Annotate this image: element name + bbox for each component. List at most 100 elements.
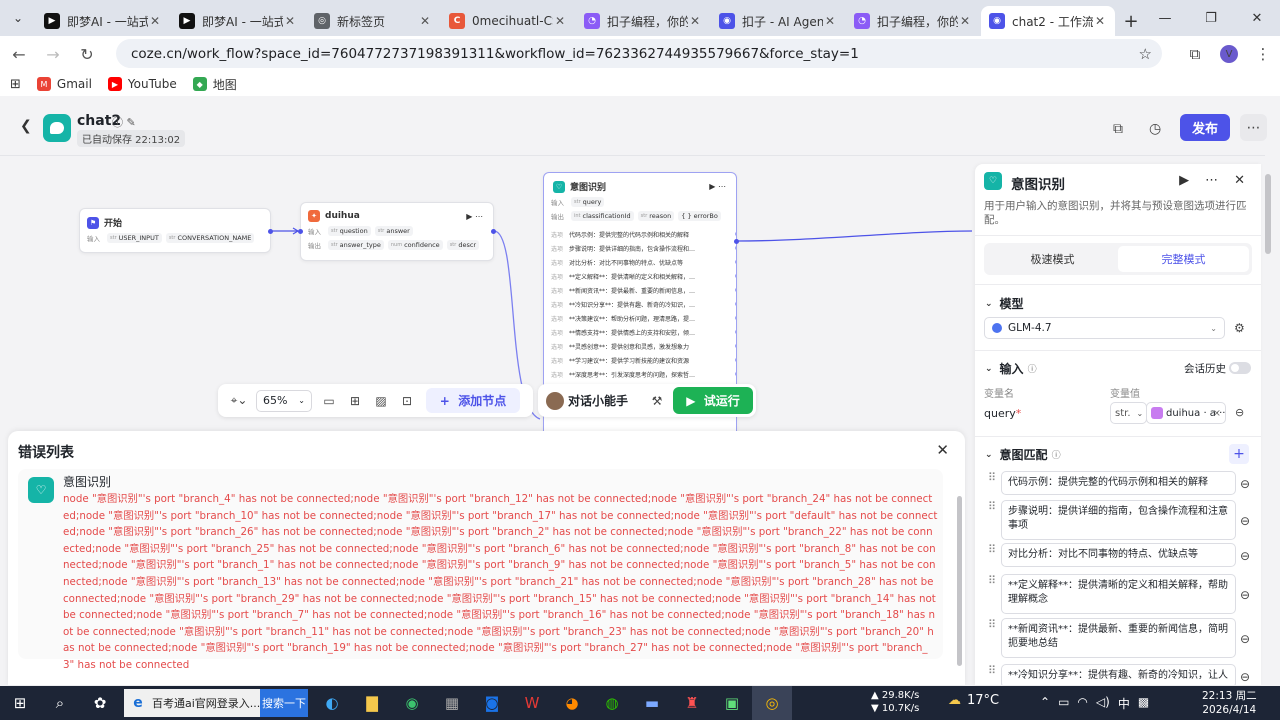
branch-port[interactable] — [735, 330, 736, 334]
system-clock[interactable]: 22:13 周二 2026/4/14 — [1202, 690, 1257, 716]
remove-intent-icon[interactable]: ⊖ — [1240, 670, 1251, 684]
branch-port[interactable] — [735, 274, 736, 278]
branch-port[interactable] — [735, 316, 736, 320]
error-item[interactable]: ♡ 意图识别 node "意图识别"'s port "branch_4" has… — [18, 469, 943, 671]
mode-full-tab[interactable]: 完整模式 — [1118, 246, 1249, 272]
browser-tab[interactable]: ▶即梦AI - 一站式✕ — [36, 6, 170, 36]
forward-arrow-icon[interactable]: → — [46, 44, 60, 64]
bookmark-item[interactable]: ◆地图 — [192, 76, 237, 93]
more-icon[interactable]: ⋯ — [1205, 173, 1219, 188]
back-arrow-icon[interactable]: ← — [12, 44, 26, 64]
browser-tab[interactable]: ◎新标签页✕ — [306, 6, 440, 36]
minimap-icon[interactable]: ⊡ — [401, 393, 413, 408]
add-intent-button[interactable]: + — [1229, 444, 1249, 464]
mouse-mode-icon[interactable]: ⌖⌄ — [230, 393, 248, 407]
output-port[interactable] — [268, 229, 273, 234]
wifi-icon[interactable]: ◠ — [1077, 695, 1088, 709]
branch-port[interactable] — [735, 232, 736, 236]
drag-handle-icon[interactable]: ⠿ — [988, 618, 997, 631]
image-icon[interactable]: ▨ — [375, 393, 387, 408]
tab-close-icon[interactable]: ✕ — [959, 14, 971, 28]
wechat-app-icon[interactable]: ◍ — [605, 694, 619, 712]
output-port[interactable] — [491, 229, 496, 234]
error-scrollbar[interactable] — [957, 496, 962, 666]
red-app-icon[interactable]: ♜ — [685, 694, 699, 712]
branch-port[interactable] — [735, 344, 736, 348]
mode-fast-tab[interactable]: 极速模式 — [1030, 253, 1075, 266]
chevron-up-icon[interactable]: ⌃ — [1040, 695, 1051, 709]
history-icon[interactable]: ◷ — [1149, 121, 1162, 137]
network-icon[interactable]: ▭ — [1058, 695, 1070, 709]
edge-app-icon[interactable]: ◐ — [325, 694, 339, 712]
run-icon[interactable]: ▶ — [1179, 173, 1190, 188]
reference-icon[interactable]: ⊖ — [1235, 406, 1245, 419]
browser-tab[interactable]: ◉扣子 - AI Agent✕ — [711, 6, 845, 36]
task-view-icon[interactable]: ✿ — [93, 694, 107, 712]
branch-port[interactable] — [735, 288, 736, 292]
branch-port[interactable] — [735, 302, 736, 306]
gear-icon[interactable]: ⚙ — [1234, 321, 1245, 335]
wrench-icon[interactable]: ⚒ — [651, 393, 663, 408]
tab-close-icon[interactable]: ✕ — [554, 14, 566, 28]
add-node-button[interactable]: + 添加节点 — [426, 388, 520, 413]
browser-tab[interactable]: ◔扣子编程，你的✕ — [846, 6, 980, 36]
intent-text-input[interactable]: 步骤说明：提供详细的指南，包含操作流程和注意事项 — [1001, 500, 1236, 540]
drag-handle-icon[interactable]: ⠿ — [988, 664, 997, 677]
intent-text-input[interactable]: 对比分析：对比不同事物的特点、优缺点等 — [1001, 543, 1236, 567]
tab-close-icon[interactable]: ✕ — [419, 14, 431, 28]
windows-start-icon[interactable]: ⊞ — [13, 694, 27, 712]
wps-app-icon[interactable]: W — [524, 694, 540, 712]
tab-search-icon[interactable]: ⌄ — [12, 11, 24, 25]
input-port[interactable] — [298, 229, 303, 234]
app-tray-icon[interactable]: ▩ — [1137, 695, 1150, 709]
zoom-select[interactable]: 65%⌄ — [256, 389, 312, 412]
history-toggle[interactable] — [1229, 362, 1251, 374]
tab-close-icon[interactable]: ✕ — [1094, 14, 1106, 28]
browser-tab[interactable]: ▶即梦AI - 一站式✕ — [171, 6, 305, 36]
close-icon[interactable]: ✕ — [1234, 173, 1245, 188]
comment-icon[interactable]: ▭ — [323, 393, 335, 408]
apps-grid-icon[interactable]: ⊞ — [10, 76, 21, 92]
more-options-icon[interactable]: ⋯ — [1240, 114, 1267, 141]
var-type-select[interactable]: str.⌄ — [1110, 402, 1147, 424]
outlook-app-icon[interactable]: ◙ — [484, 694, 500, 712]
intent-text-input[interactable]: **定义解释**：提供清晰的定义和相关解释，帮助理解概念 — [1001, 574, 1236, 614]
green-app-icon[interactable]: ◉ — [405, 694, 419, 712]
tab-close-icon[interactable]: ✕ — [284, 14, 296, 28]
remove-intent-icon[interactable]: ⊖ — [1240, 477, 1251, 491]
tab-close-icon[interactable]: ✕ — [689, 14, 701, 28]
model-section-header[interactable]: ⌄模型 — [985, 297, 1024, 311]
browser-menu-icon[interactable]: ⋮ — [1255, 45, 1271, 63]
remove-intent-icon[interactable]: ⊖ — [1240, 549, 1251, 563]
volume-icon[interactable]: ◁) — [1095, 695, 1110, 709]
intent-text-input[interactable]: 代码示例：提供完整的代码示例和相关的解释 — [1001, 471, 1236, 495]
close-icon[interactable]: ✕ — [936, 441, 949, 459]
drag-handle-icon[interactable]: ⠿ — [988, 471, 997, 484]
search-icon[interactable]: ⌕ — [55, 694, 65, 712]
drag-handle-icon[interactable]: ⠿ — [988, 543, 997, 556]
model-select[interactable]: GLM-4.7 ⌄ — [984, 317, 1225, 339]
intent-text-input[interactable]: **新闻资讯**：提供最新、重要的新闻信息，简明扼要地总结 — [1001, 618, 1236, 658]
test-run-button[interactable]: ▶ 试运行 — [673, 387, 753, 414]
var-ref-tag[interactable]: duihua · a··· × — [1146, 402, 1226, 424]
back-chevron-icon[interactable]: ❮ — [20, 118, 32, 134]
tab-close-icon[interactable]: ✕ — [824, 14, 836, 28]
terminal-app-icon[interactable]: ▣ — [724, 694, 740, 712]
publish-button[interactable]: 发布 — [1180, 114, 1230, 141]
branch-port[interactable] — [735, 260, 736, 264]
folder-app-icon[interactable]: ▇ — [366, 694, 378, 712]
address-bar[interactable]: coze.cn/work_flow?space_id=7604772737198… — [116, 39, 1162, 68]
drag-handle-icon[interactable]: ⠿ — [988, 500, 997, 513]
tab-close-icon[interactable]: ✕ — [149, 14, 161, 28]
taskbar-search-box[interactable]: e 百考通ai官网登录入... 搜索一下 — [124, 689, 308, 717]
minimize-icon[interactable]: — — [1158, 10, 1172, 26]
profile-avatar[interactable]: V — [1220, 45, 1238, 63]
layout-icon[interactable]: ⊞ — [349, 393, 361, 408]
remove-intent-icon[interactable]: ⊖ — [1240, 514, 1251, 528]
weather-widget[interactable]: ☁ 17°C — [948, 693, 1000, 708]
